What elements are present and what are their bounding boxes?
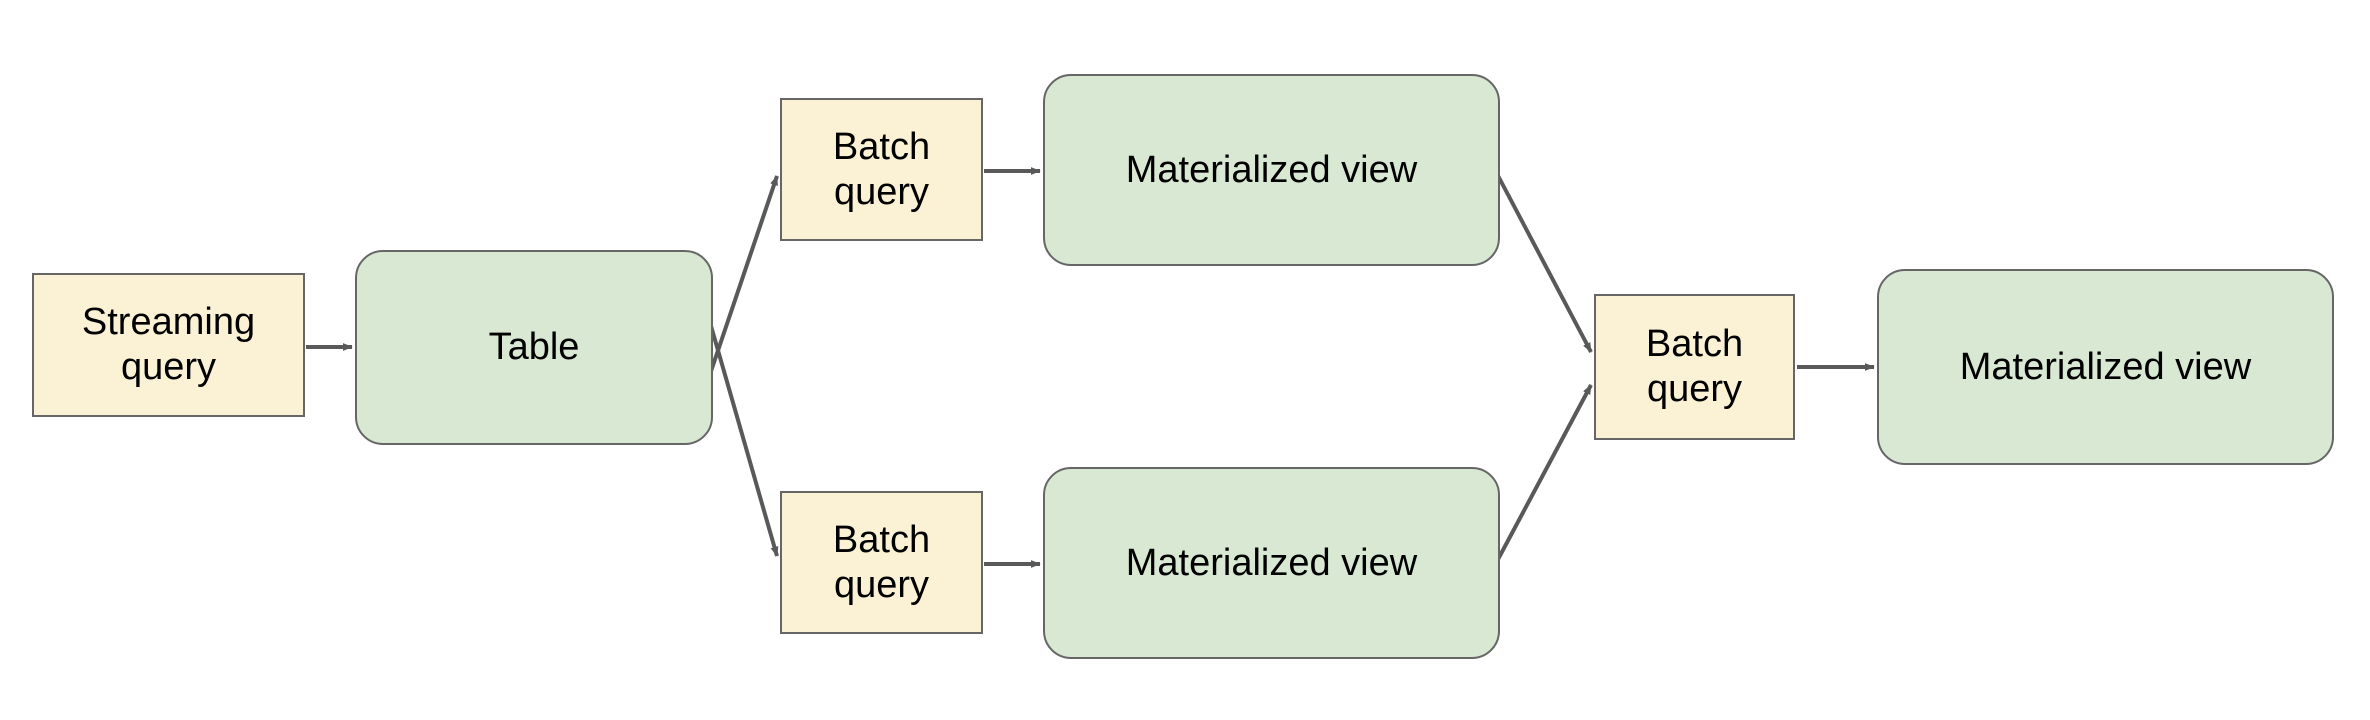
node-materialized-view-bottom[interactable]: Materialized view	[1043, 467, 1500, 659]
node-batch-query-bottom-label: Batch query	[832, 518, 931, 606]
node-streaming-query-label: Streaming query	[81, 301, 256, 388]
node-materialized-view-top-label: Materialized view	[1125, 148, 1418, 191]
node-batch-query-top[interactable]: Batch query	[780, 98, 983, 241]
node-batch-query-join-label: Batch query	[1645, 323, 1744, 410]
node-table-label: Table	[488, 326, 580, 369]
node-materialized-view-top[interactable]: Materialized view	[1043, 74, 1500, 266]
node-materialized-view-bottom-label: Materialized view	[1125, 541, 1418, 584]
edge-mv-bottom-to-join	[1493, 384, 1593, 566]
edge-table-to-batch-bottom	[705, 311, 779, 557]
node-materialized-view-final[interactable]: Materialized view	[1877, 269, 2334, 465]
node-batch-query-join[interactable]: Batch query	[1594, 294, 1795, 440]
edge-table-to-batch-top	[705, 175, 779, 384]
node-batch-query-bottom[interactable]: Batch query	[780, 491, 983, 634]
node-table[interactable]: Table	[355, 250, 713, 445]
node-batch-query-top-label: Batch query	[832, 125, 931, 213]
node-streaming-query[interactable]: Streaming query	[32, 273, 305, 417]
edge-mv-top-to-join	[1493, 169, 1593, 353]
node-materialized-view-final-label: Materialized view	[1959, 345, 2252, 388]
